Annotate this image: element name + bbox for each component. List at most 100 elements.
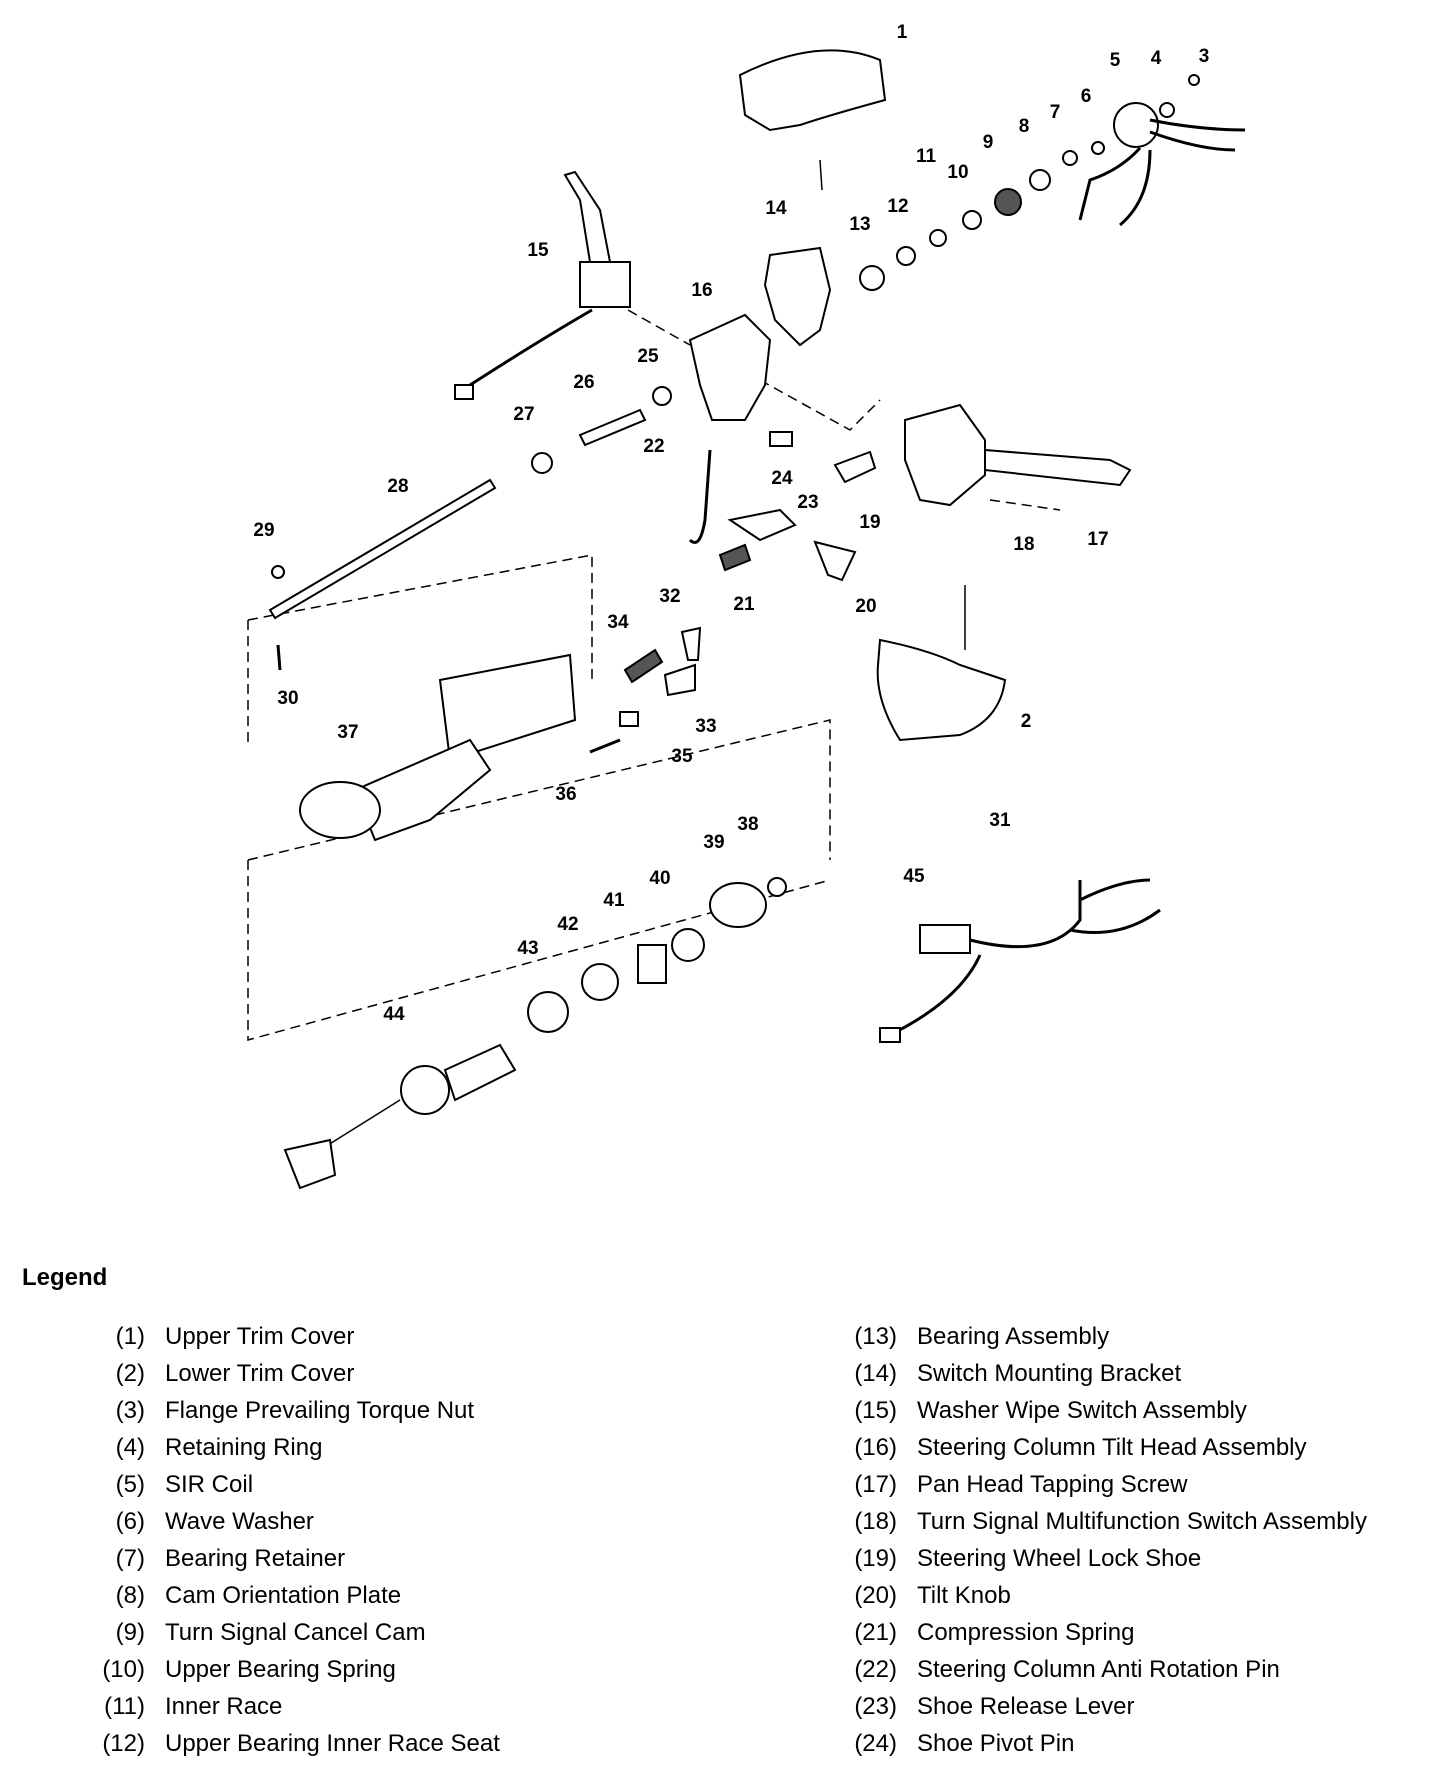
callout-42: 42 [557, 914, 578, 935]
callout-4: 4 [1151, 48, 1162, 69]
legend-number: (14) [854, 1359, 897, 1387]
legend-label: Washer Wipe Switch Assembly [917, 1396, 1247, 1424]
parts-row-lower [527, 877, 787, 1033]
legend-label: Turn Signal Cancel Cam [165, 1618, 426, 1646]
legend-number: (18) [854, 1507, 897, 1535]
legend-number: (16) [854, 1433, 897, 1461]
compression-spring [718, 543, 752, 572]
callout-37: 37 [337, 722, 358, 743]
legend-item: (23)Shoe Release Lever [822, 1688, 1452, 1725]
part-29 [271, 565, 285, 579]
legend-item: (12) Upper Bearing Inner Race Seat [70, 1725, 750, 1762]
legend-label: Switch Mounting Bracket [917, 1359, 1182, 1387]
callout-36: 36 [555, 784, 576, 805]
legend-number: (22) [854, 1655, 897, 1683]
legend-number: (24) [854, 1729, 897, 1757]
legend-column-left: (1)Upper Trim Cover(2)Lower Trim Cover(3… [70, 1318, 750, 1762]
callout-27: 27 [513, 404, 534, 425]
legend-number: (5) [115, 1470, 145, 1498]
legend-number: (6) [115, 1507, 145, 1535]
callout-35: 35 [671, 746, 693, 767]
legend-item: (3)Flange Prevailing Torque Nut [70, 1392, 750, 1429]
legend-label: Upper Bearing Spring [165, 1655, 396, 1683]
part-28-rod [268, 478, 497, 620]
dashed-guide-15 [627, 309, 691, 346]
callout-17: 17 [1087, 529, 1108, 550]
legend-number: (12) [102, 1729, 145, 1757]
legend-item: (24) Shoe Pivot Pin [822, 1725, 1452, 1762]
dashed-guide-18 [989, 499, 1061, 511]
legend-label: Tilt Knob [917, 1581, 1011, 1609]
legend-number: (13) [854, 1322, 897, 1350]
lower-trim-cover [876, 585, 1007, 742]
callout-7: 7 [1050, 102, 1061, 123]
dashed-boundary-upper [247, 554, 593, 745]
legend-number: (17) [854, 1470, 897, 1498]
callout-3: 3 [1199, 46, 1210, 67]
callout-39: 39 [703, 832, 724, 853]
legend-item: (15)Washer Wipe Switch Assembly [822, 1392, 1452, 1429]
legend-number: (11) [104, 1692, 145, 1720]
legend-number: (7) [115, 1544, 145, 1572]
callout-30: 30 [277, 688, 298, 709]
legend-item: (11) Inner Race [70, 1688, 750, 1725]
legend-number: (10) [102, 1655, 145, 1683]
callout-45: 45 [903, 866, 925, 887]
legend-item: (6)Wave Washer [70, 1503, 750, 1540]
legend-label: Retaining Ring [165, 1433, 323, 1461]
upper-trim-cover [738, 49, 887, 191]
callout-14: 14 [765, 198, 787, 219]
callout-6: 6 [1081, 86, 1092, 107]
callout-20: 20 [855, 596, 876, 617]
callout-19: 19 [859, 512, 880, 533]
legend-item: (14) Switch Mounting Bracket [822, 1355, 1452, 1392]
callout-26: 26 [573, 372, 594, 393]
callout-24: 24 [771, 468, 793, 489]
legend-item: (10) Upper Bearing Spring [70, 1651, 750, 1688]
anti-rotation-pin [688, 449, 712, 544]
callout-13: 13 [849, 214, 870, 235]
part-35 [619, 711, 639, 727]
legend-label: Upper Bearing Inner Race Seat [165, 1729, 500, 1757]
callout-15: 15 [527, 240, 549, 261]
legend-label: Upper Trim Cover [165, 1322, 355, 1350]
legend-item: (19)Steering Wheel Lock Shoe [822, 1540, 1452, 1577]
part-36 [589, 738, 621, 754]
part-34-spring [623, 648, 664, 684]
legend-number: (9) [115, 1618, 145, 1646]
legend-label: Shoe Pivot Pin [917, 1729, 1075, 1757]
callout-8: 8 [1019, 116, 1030, 137]
washer-wipe-switch-assembly [454, 170, 631, 400]
callout-18: 18 [1013, 534, 1034, 555]
legend-item: (1)Upper Trim Cover [70, 1318, 750, 1355]
callout-1: 1 [897, 22, 908, 43]
legend-title: Legend [22, 1264, 108, 1291]
turn-signal-multifunction-switch [904, 403, 1132, 507]
shoe-release-lever [727, 508, 797, 542]
legend-number: (4) [115, 1433, 145, 1461]
legend-item: (13) Bearing Assembly [822, 1318, 1452, 1355]
legend-label: Bearing Assembly [917, 1322, 1110, 1350]
callout-44: 44 [383, 1004, 405, 1025]
dashed-guide-switch [759, 379, 881, 431]
legend-number: (2) [115, 1359, 145, 1387]
legend-item: (17) Pan Head Tapping Screw [822, 1466, 1452, 1503]
parts-row-upper-bearing [859, 74, 1246, 291]
part-30 [276, 644, 282, 671]
callout-31: 31 [989, 810, 1011, 831]
part-33 [663, 663, 696, 697]
column-housing [299, 653, 577, 842]
callout-12: 12 [887, 196, 908, 217]
legend-label: Steering Wheel Lock Shoe [917, 1544, 1202, 1572]
callout-38: 38 [737, 814, 758, 835]
callout-labels: 1234567891011121314151617181920212223242… [253, 22, 1209, 1025]
callout-16: 16 [691, 280, 712, 301]
dashed-boundary-lower [247, 719, 831, 1041]
legend-label: Pan Head Tapping Screw [917, 1470, 1188, 1498]
legend-number: (20) [854, 1581, 897, 1609]
callout-34: 34 [607, 612, 629, 633]
legend-label: Inner Race [165, 1692, 283, 1720]
callout-21: 21 [733, 594, 755, 615]
legend-item: (21)Compression Spring [822, 1614, 1452, 1651]
callout-32: 32 [659, 586, 680, 607]
